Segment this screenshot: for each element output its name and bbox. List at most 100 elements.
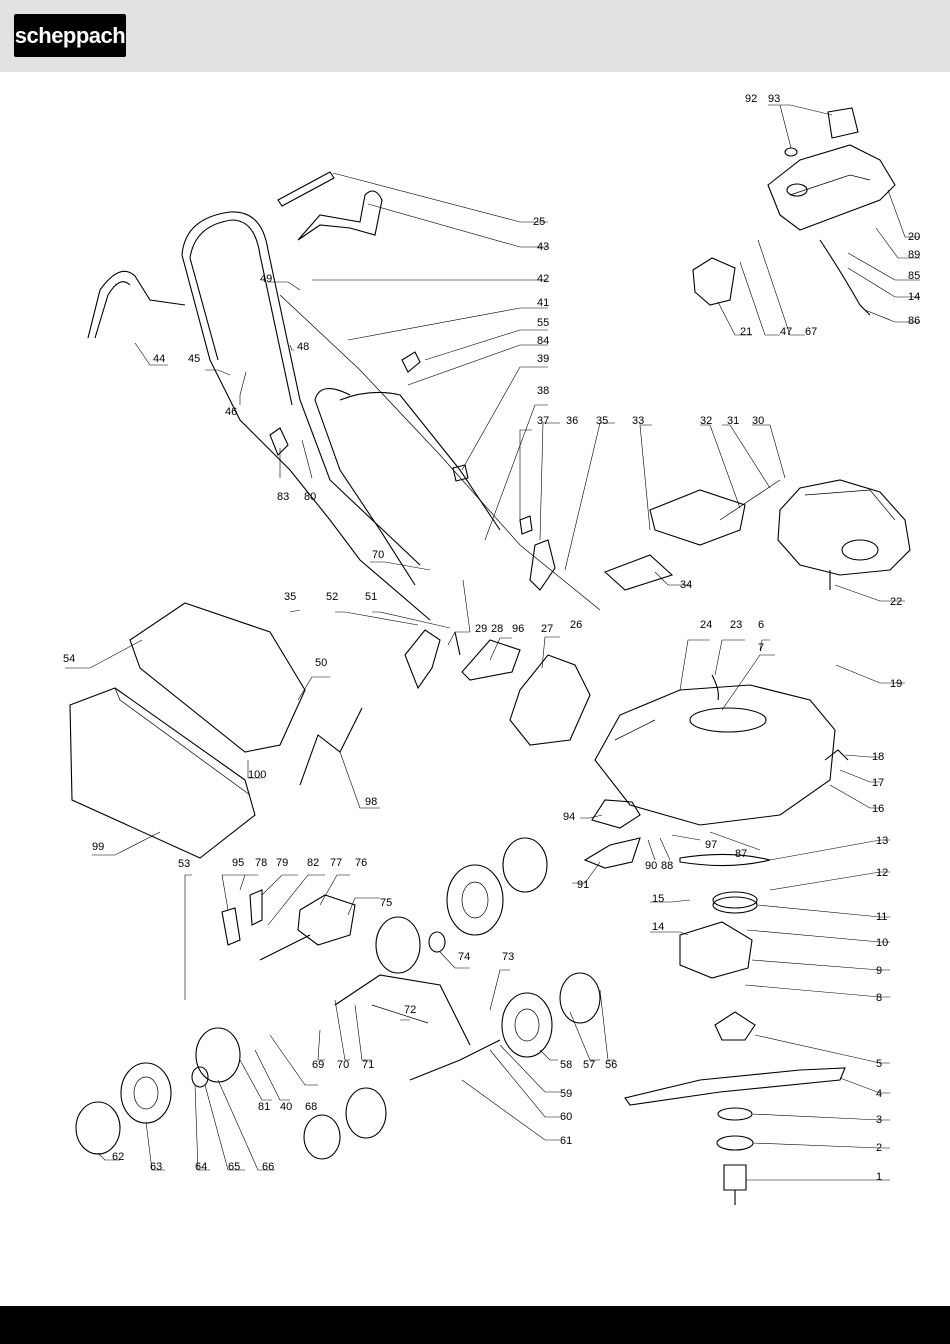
callout-75: 75 <box>380 897 392 909</box>
callout-37: 37 <box>537 415 549 427</box>
callout-65: 65 <box>228 1161 240 1173</box>
scheppach-logo: scheppach <box>14 14 126 57</box>
callout-47: 47 <box>780 326 792 338</box>
callout-38: 38 <box>537 385 549 397</box>
callout-87: 87 <box>735 848 747 860</box>
callout-76: 76 <box>355 857 367 869</box>
parts-drawing <box>69 107 911 1205</box>
callout-13: 13 <box>876 835 888 847</box>
leader-lines <box>65 104 920 1181</box>
callout-27: 27 <box>541 623 553 635</box>
callout-labels: 1 2 3 4 5 6 7 8 9 10 11 12 13 14 14 15 1… <box>63 93 920 1183</box>
callout-85: 85 <box>908 270 920 282</box>
header-bar: scheppach <box>0 0 950 72</box>
callout-59: 59 <box>560 1088 572 1100</box>
callout-2: 2 <box>876 1142 882 1154</box>
callout-48: 48 <box>297 341 309 353</box>
callout-56: 56 <box>605 1059 617 1071</box>
callout-54: 54 <box>63 653 75 665</box>
callout-41: 41 <box>537 297 549 309</box>
callout-98: 98 <box>365 796 377 808</box>
callout-8: 8 <box>876 992 882 1004</box>
callout-57: 57 <box>583 1059 595 1071</box>
callout-29: 29 <box>475 623 487 635</box>
callout-9: 9 <box>876 965 882 977</box>
callout-93: 93 <box>768 93 780 105</box>
callout-7: 7 <box>758 642 764 654</box>
callout-6: 6 <box>758 619 764 631</box>
callout-3: 3 <box>876 1114 882 1126</box>
callout-30: 30 <box>752 415 764 427</box>
callout-79: 79 <box>276 857 288 869</box>
callout-64: 64 <box>195 1161 207 1173</box>
callout-44: 44 <box>153 353 165 365</box>
callout-100: 100 <box>248 769 266 781</box>
callout-74: 74 <box>458 951 470 963</box>
grass-catcher <box>69 687 256 859</box>
wheels <box>75 837 601 1160</box>
callout-66: 66 <box>262 1161 274 1173</box>
callout-72: 72 <box>404 1004 416 1016</box>
callout-5: 5 <box>876 1058 882 1070</box>
callout-31: 31 <box>727 415 739 427</box>
callout-28: 28 <box>491 623 503 635</box>
callout-35: 35 <box>596 415 608 427</box>
callout-40: 40 <box>280 1101 292 1113</box>
callout-91: 91 <box>577 879 589 891</box>
callout-36: 36 <box>566 415 578 427</box>
callout-71: 71 <box>362 1059 374 1071</box>
callout-92: 92 <box>745 93 757 105</box>
callout-33: 33 <box>632 415 644 427</box>
callout-94: 94 <box>563 811 575 823</box>
callout-50: 50 <box>315 657 327 669</box>
callout-58: 58 <box>560 1059 572 1071</box>
top-cover <box>767 144 896 231</box>
callout-16: 16 <box>872 803 884 815</box>
callout-17: 17 <box>872 777 884 789</box>
callout-82: 82 <box>307 857 319 869</box>
callout-62: 62 <box>112 1151 124 1163</box>
callout-18: 18 <box>872 751 884 763</box>
callout-4: 4 <box>876 1088 882 1100</box>
callout-73: 73 <box>502 951 514 963</box>
upper-handle <box>181 211 431 621</box>
callout-42: 42 <box>537 273 549 285</box>
callout-25: 25 <box>533 216 545 228</box>
callout-14: 14 <box>908 291 920 303</box>
mower-deck <box>594 684 836 826</box>
callout-10: 10 <box>876 937 888 949</box>
callout-84: 84 <box>537 335 549 347</box>
callout-88: 88 <box>661 860 673 872</box>
callout-22: 22 <box>890 596 902 608</box>
callout-60: 60 <box>560 1111 572 1123</box>
callout-95: 95 <box>232 857 244 869</box>
callout-67: 67 <box>805 326 817 338</box>
callout-14-b: 14 <box>652 921 664 933</box>
callout-86: 86 <box>908 315 920 327</box>
callout-45: 45 <box>188 353 200 365</box>
callout-32: 32 <box>700 415 712 427</box>
callout-55: 55 <box>537 317 549 329</box>
callout-49: 49 <box>260 273 272 285</box>
callout-46: 46 <box>225 406 237 418</box>
callout-1: 1 <box>876 1171 882 1183</box>
callout-52: 52 <box>326 591 338 603</box>
callout-53: 53 <box>178 858 190 870</box>
callout-11: 11 <box>876 911 887 923</box>
callout-90: 90 <box>645 860 657 872</box>
callout-19: 19 <box>890 678 902 690</box>
footer-bar <box>0 1306 950 1344</box>
lower-handle <box>314 388 501 586</box>
callout-69: 69 <box>312 1059 324 1071</box>
engine <box>777 479 911 590</box>
callout-35-b: 35 <box>284 591 296 603</box>
callout-34: 34 <box>680 579 692 591</box>
callout-20: 20 <box>908 231 920 243</box>
callout-23: 23 <box>730 619 742 631</box>
callout-51: 51 <box>365 591 377 603</box>
callout-26: 26 <box>570 619 582 631</box>
callout-89: 89 <box>908 249 920 261</box>
callout-12: 12 <box>876 867 888 879</box>
callout-77: 77 <box>330 857 342 869</box>
